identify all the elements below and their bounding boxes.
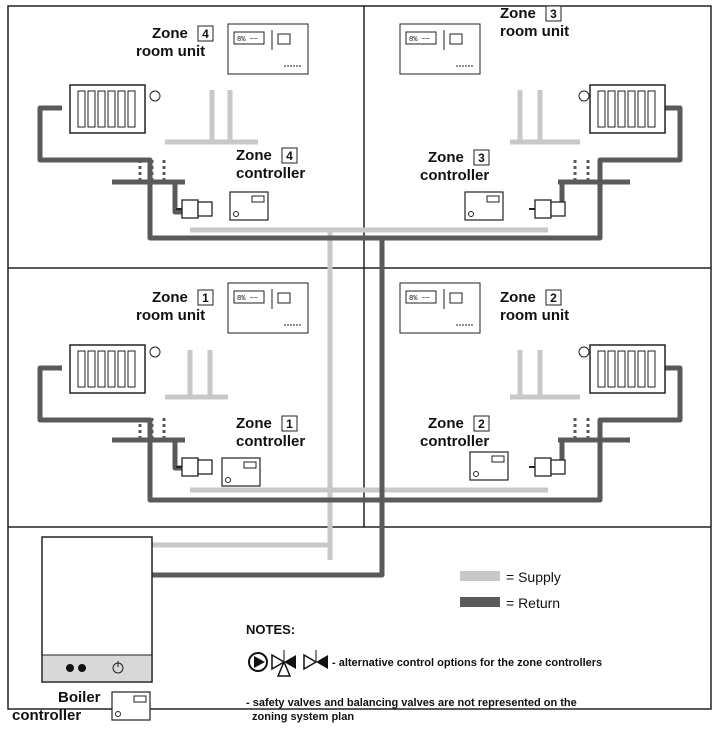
label-zone3-controller: Zone 3 controller <box>420 149 490 184</box>
svg-text:Zone: Zone <box>236 415 272 432</box>
svg-text:controller: controller <box>420 167 489 184</box>
boiler-indicator-1 <box>66 664 74 672</box>
svg-text:- safety valves and balancing: - safety valves and balancing valves are… <box>246 697 577 709</box>
controller-zone4 <box>229 191 269 221</box>
boiler-controller-box <box>111 691 151 721</box>
svg-text:room unit: room unit <box>500 23 569 40</box>
radiator-zone3 <box>578 84 666 134</box>
valve-zone1 <box>175 457 213 477</box>
svg-text:Zone: Zone <box>152 25 188 42</box>
svg-text:4: 4 <box>286 149 293 163</box>
radiator-zone1 <box>69 344 161 394</box>
radiator-zone4 <box>69 84 161 134</box>
svg-text:Zone: Zone <box>152 289 188 306</box>
label-zone1-room-unit: Zone 1 room unit <box>136 289 214 324</box>
svg-text:= Return: = Return <box>506 595 560 611</box>
svg-text:Zone: Zone <box>428 149 464 166</box>
svg-text:controller: controller <box>236 165 305 182</box>
legend-return-swatch <box>460 597 500 607</box>
label-zone4-room-unit: Zone 4 room unit <box>136 25 214 60</box>
svg-text:- alternative control options: - alternative control options for the zo… <box>332 657 602 669</box>
room-unit-zone2 <box>399 282 481 334</box>
frame <box>7 5 712 710</box>
label-zone2-controller: Zone 2 controller <box>420 415 490 450</box>
svg-text:controller: controller <box>420 433 489 450</box>
svg-text:4: 4 <box>202 27 209 41</box>
legend-supply-swatch <box>460 571 500 581</box>
svg-text:Zone: Zone <box>500 289 536 306</box>
controller-zone1 <box>221 457 261 487</box>
room-unit-zone1 <box>227 282 309 334</box>
svg-text:2: 2 <box>550 291 557 305</box>
room-unit-zone3 <box>399 23 481 75</box>
label-zone1-controller: Zone 1 controller <box>236 415 305 450</box>
svg-text:Zone: Zone <box>428 415 464 432</box>
boiler <box>41 536 153 683</box>
svg-text:3: 3 <box>550 7 557 21</box>
valve-zone3 <box>528 199 566 219</box>
svg-text:room unit: room unit <box>136 43 205 60</box>
svg-text:room unit: room unit <box>136 307 205 324</box>
svg-text:= Supply: = Supply <box>506 569 561 585</box>
controller-zone2 <box>469 451 509 481</box>
label-zone4-controller: Zone 4 controller <box>236 147 305 182</box>
svg-text:controller: controller <box>236 433 305 450</box>
svg-text:NOTES:: NOTES: <box>246 622 295 637</box>
valve-zone4 <box>175 199 213 219</box>
svg-text:1: 1 <box>286 417 293 431</box>
svg-text:room unit: room unit <box>500 307 569 324</box>
boiler-controller-label: Boiler controller <box>12 689 101 724</box>
svg-text:Zone: Zone <box>236 147 272 164</box>
label-zone2-room-unit: Zone 2 room unit <box>500 289 569 324</box>
label-zone3-room-unit: Zone 3 room unit <box>500 5 569 40</box>
svg-text:controller: controller <box>12 707 81 724</box>
svg-text:Boiler: Boiler <box>58 689 101 706</box>
three-way-valve-icon <box>271 650 296 677</box>
svg-text:3: 3 <box>478 151 485 165</box>
room-unit-zone4 <box>227 23 309 75</box>
pump-icon <box>248 652 268 672</box>
svg-text:2: 2 <box>478 417 485 431</box>
svg-text:1: 1 <box>202 291 209 305</box>
legend: = Supply = Return <box>460 569 561 611</box>
notes: NOTES: - alternative control options for… <box>246 622 602 723</box>
valve-zone2 <box>528 457 566 477</box>
svg-text:zoning system plan: zoning system plan <box>252 711 354 723</box>
svg-text:Zone: Zone <box>500 5 536 22</box>
supply-pipes <box>152 90 580 560</box>
return-pipes <box>37 105 683 578</box>
radiator-zone2 <box>578 344 666 394</box>
boiler-indicator-2 <box>78 664 86 672</box>
two-way-valve-icon <box>303 650 328 671</box>
controller-zone3 <box>464 191 504 221</box>
